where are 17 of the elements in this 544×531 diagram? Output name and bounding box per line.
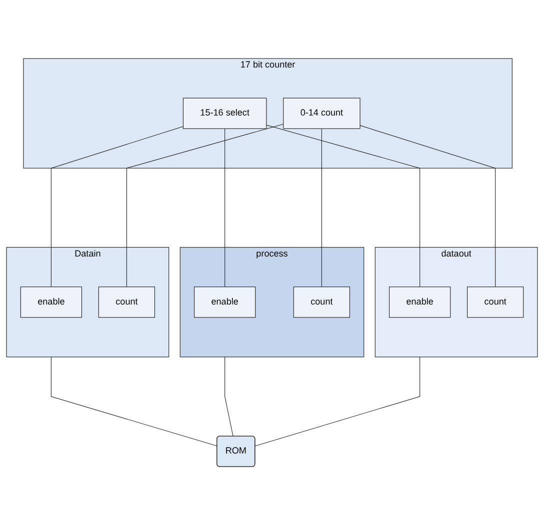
node-box: enable xyxy=(20,287,82,318)
node-box: count xyxy=(467,287,524,318)
connector xyxy=(50,357,218,447)
connector xyxy=(254,357,420,447)
node-box: count xyxy=(293,287,350,318)
node-box: 15-16 select xyxy=(182,98,267,130)
connector xyxy=(224,357,234,438)
node-box: enable xyxy=(194,287,256,318)
connector xyxy=(360,126,496,288)
connector xyxy=(266,125,420,288)
node-box: 0-14 count xyxy=(283,98,360,130)
connector xyxy=(224,128,226,288)
node-box: enable xyxy=(389,287,451,318)
connector xyxy=(50,126,184,288)
node-box: count xyxy=(98,287,155,318)
connector xyxy=(321,128,322,288)
connector xyxy=(126,124,284,288)
